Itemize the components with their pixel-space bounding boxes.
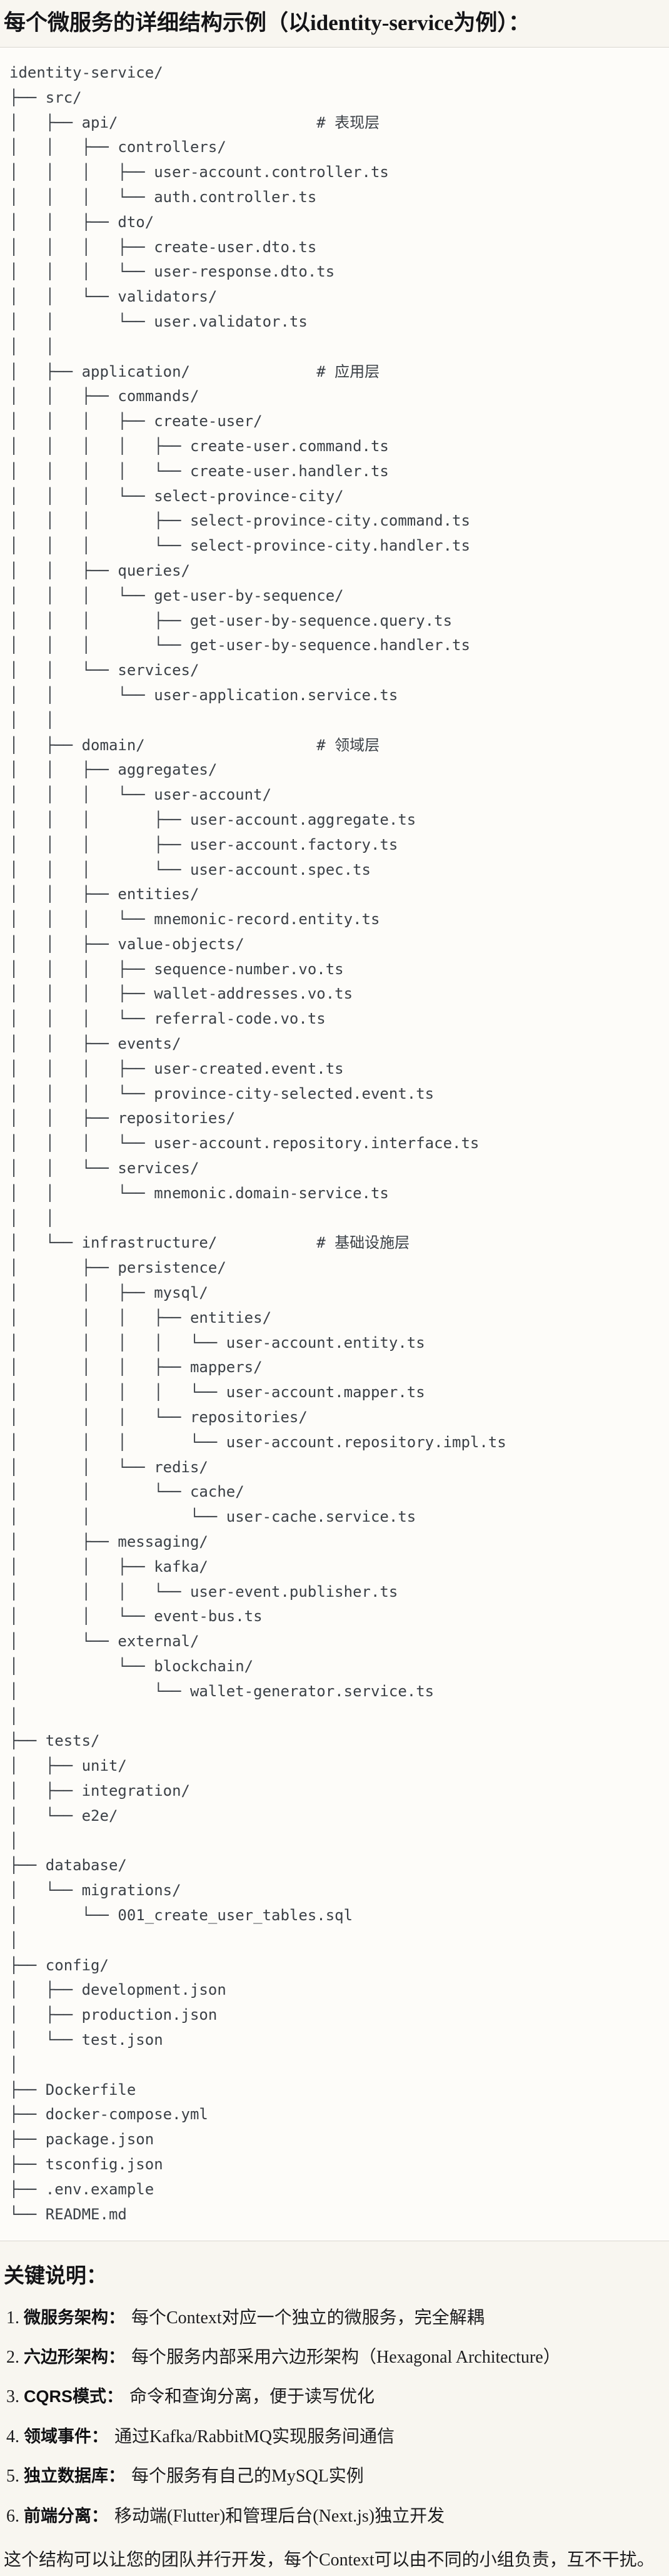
note-text: 移动端(Flutter)和管理后台(Next.js)独立开发	[114, 2506, 445, 2526]
note-item-6: 6. 前端分离： 移动端(Flutter)和管理后台(Next.js)独立开发	[4, 2505, 661, 2528]
note-item-2: 2. 六边形架构： 每个服务内部采用六边形架构（Hexagonal Architec…	[4, 2346, 661, 2369]
note-label: CQRS模式：	[24, 2387, 124, 2406]
note-text: 每个Context对应一个独立的微服务，完全解耦	[131, 2308, 485, 2328]
closing-paragraph: 这个结构可以让您的团队并行开发，每个Context可以由不同的小组负责，互不干扰…	[4, 2550, 655, 2570]
note-label: 独立数据库：	[24, 2467, 125, 2486]
note-item-1: 1. 微服务架构： 每个Context对应一个独立的微服务，完全解耦	[4, 2307, 661, 2329]
note-label: 领域事件：	[24, 2426, 108, 2446]
note-number: 4.	[6, 2426, 19, 2446]
note-item-3: 3. CQRS模式： 命令和查询分离，便于读写优化	[4, 2386, 661, 2408]
note-label: 前端分离：	[24, 2506, 108, 2525]
note-number: 3.	[6, 2387, 19, 2407]
note-text: 通过Kafka/RabbitMQ实现服务间通信	[114, 2426, 395, 2446]
directory-tree-code-block: identity-service/ ├── src/ │ ├── api/ # …	[0, 47, 669, 2242]
directory-tree: identity-service/ ├── src/ │ ├── api/ # …	[9, 64, 506, 2223]
page-title: 每个微服务的详细结构示例（以identity-service为例）：	[4, 11, 530, 35]
note-label: 微服务架构：	[24, 2308, 125, 2327]
note-text: 每个服务内部采用六边形架构（Hexagonal Architecture）	[131, 2347, 561, 2367]
notes-list: 1. 微服务架构： 每个Context对应一个独立的微服务，完全解耦 2. 六边形架构…	[4, 2307, 661, 2528]
notes-title: 关键说明：	[4, 2265, 107, 2288]
notes-section: 关键说明： 1. 微服务架构： 每个Context对应一个独立的微服务，完全解耦 2…	[0, 2264, 669, 2572]
note-number: 6.	[6, 2506, 19, 2526]
note-number: 5.	[6, 2467, 19, 2487]
note-text: 每个服务有自己的MySQL实例	[131, 2467, 364, 2487]
note-number: 2.	[6, 2347, 19, 2367]
note-item-4: 4.领域事件： 通过Kafka/RabbitMQ实现服务间通信	[4, 2426, 661, 2448]
note-item-5: 5. 独立数据库： 每个服务有自己的MySQL实例	[4, 2465, 661, 2488]
note-text: 命令和查询分离，便于读写优化	[129, 2387, 375, 2407]
note-label: 六边形架构：	[24, 2347, 125, 2366]
note-number: 1.	[6, 2308, 19, 2328]
